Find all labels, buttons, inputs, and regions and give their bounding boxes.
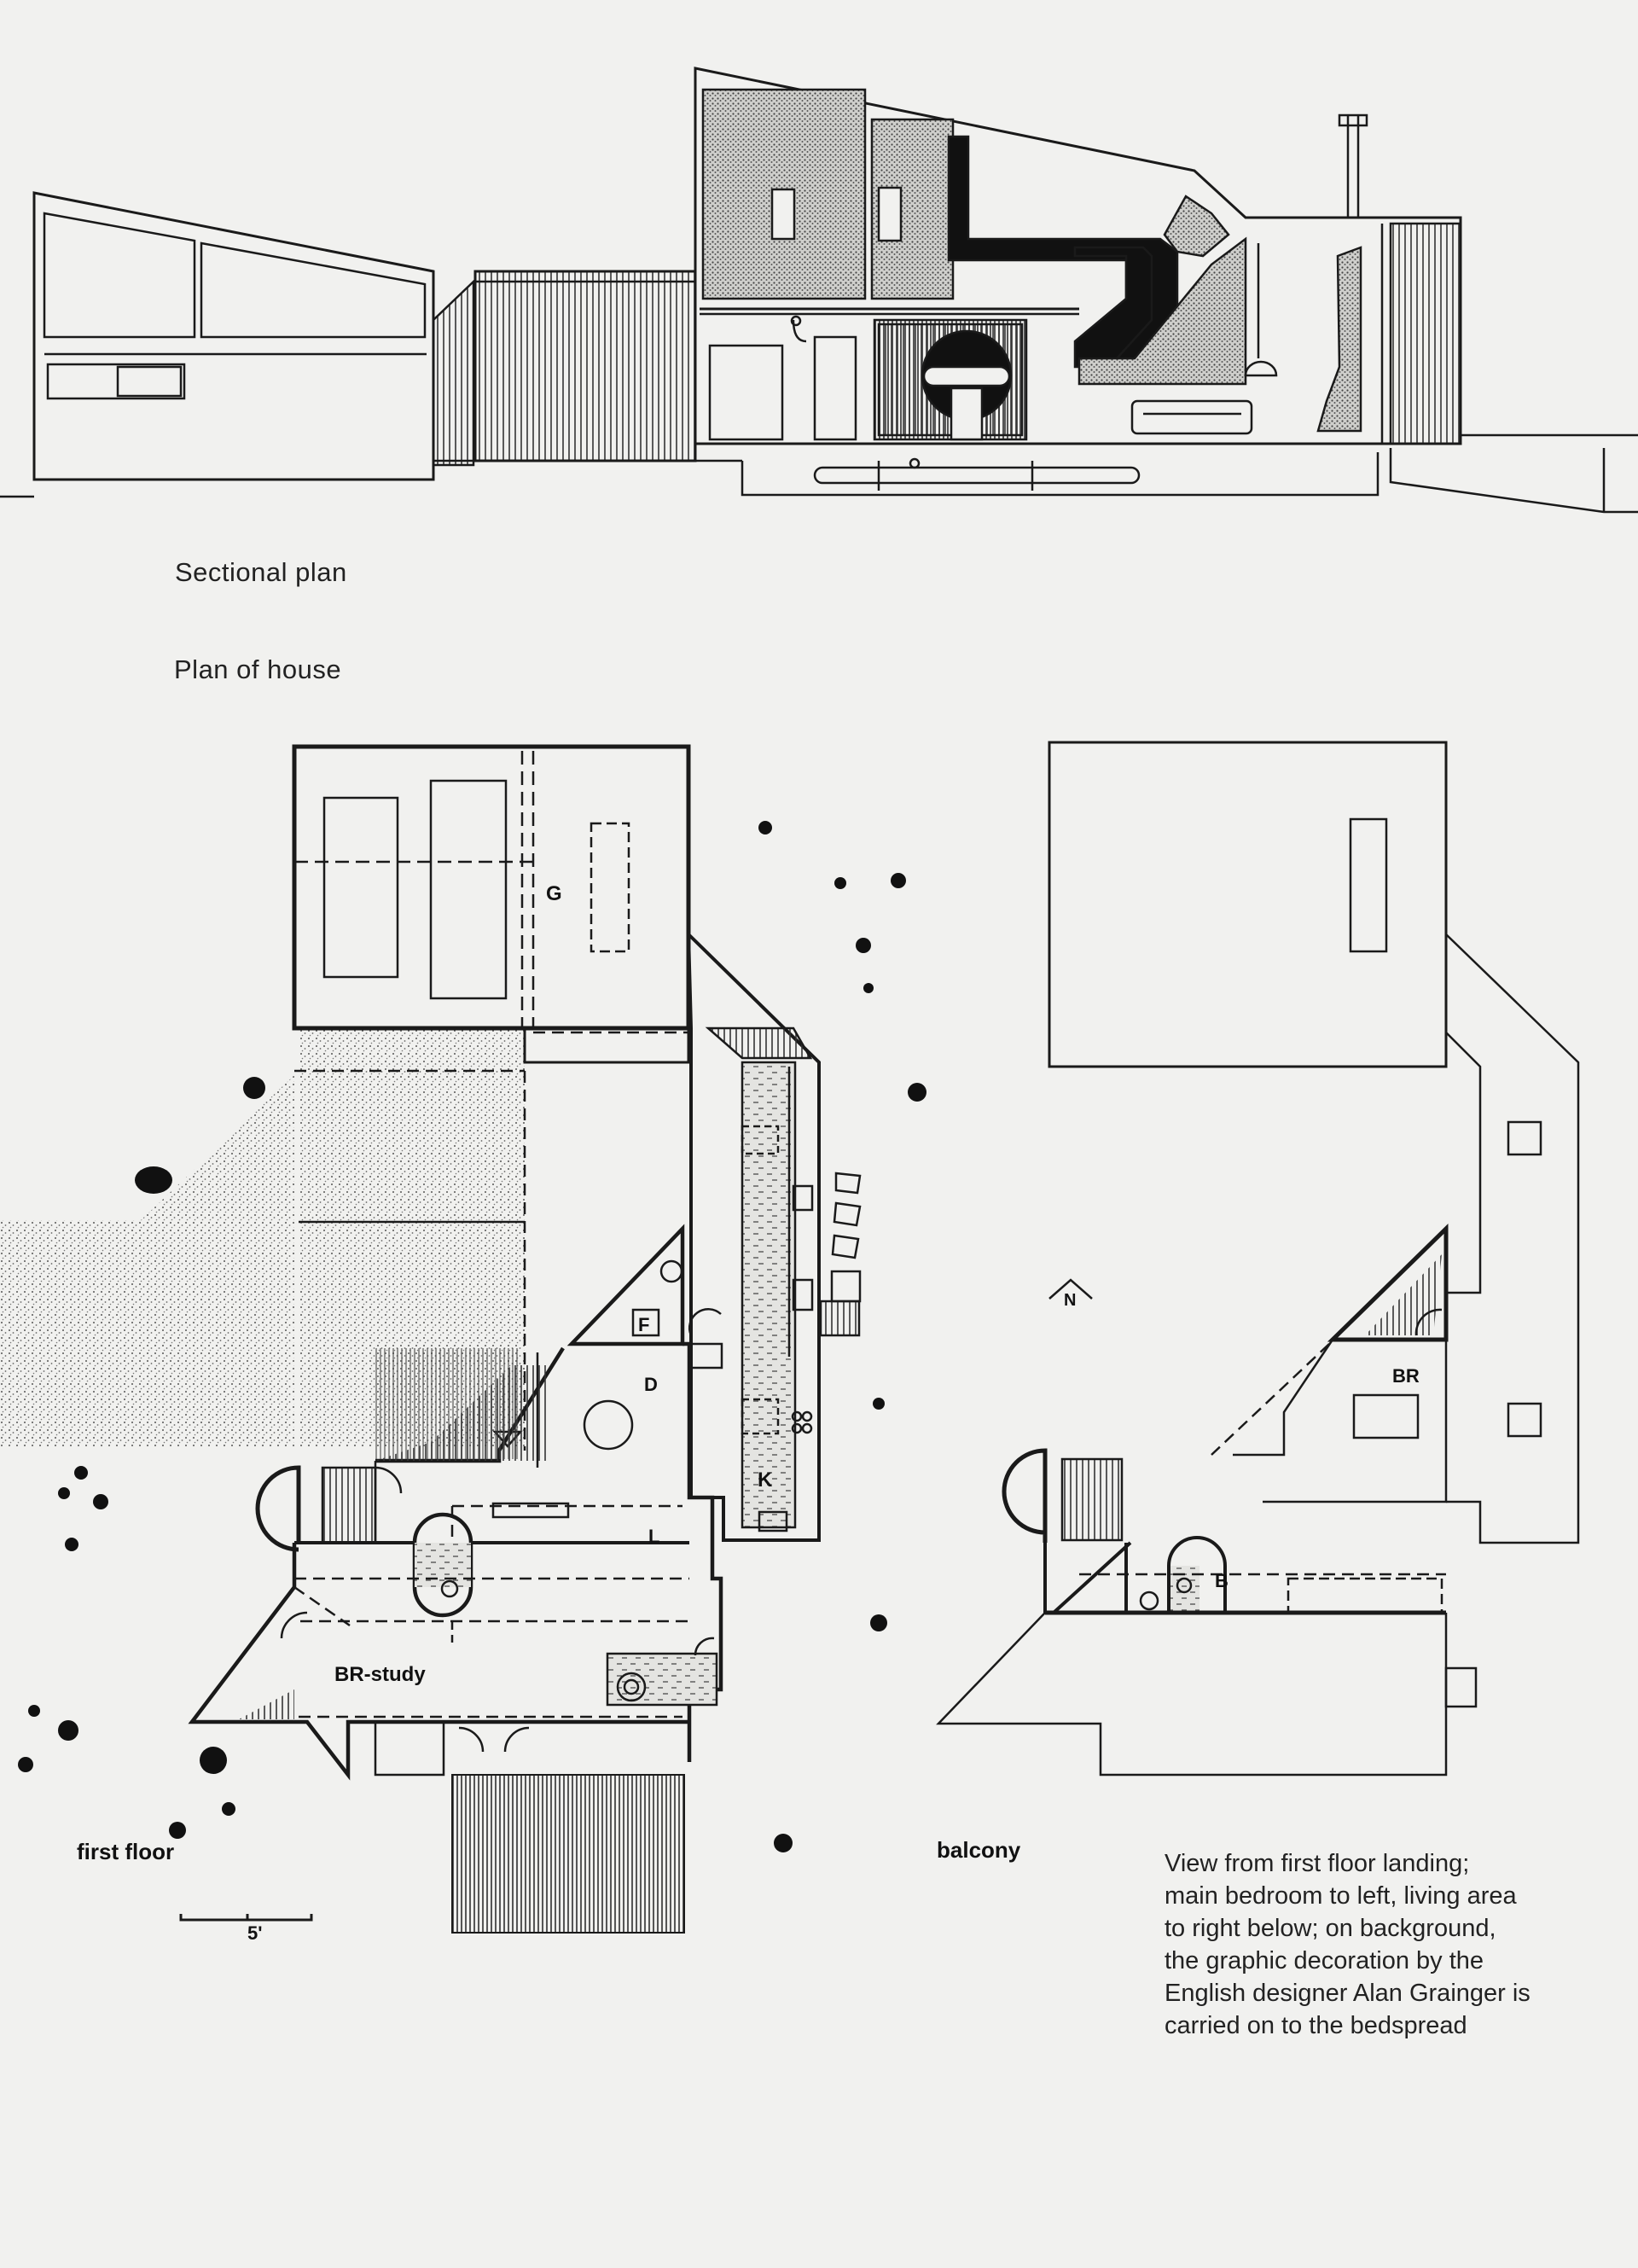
view-caption-line: carried on to the bedspread xyxy=(1165,2012,1467,2039)
room-label-bath: B xyxy=(1215,1570,1228,1591)
landscape-dots xyxy=(18,821,926,1852)
first-floor-label: first floor xyxy=(77,1839,175,1864)
room-label-bedroom: BR xyxy=(1392,1365,1420,1387)
room-label-freezer: F xyxy=(638,1314,649,1335)
room-label-kitchen: K xyxy=(758,1468,773,1492)
view-caption-line: to right below; on background, xyxy=(1165,1915,1496,1942)
plan-of-house-title: Plan of house xyxy=(174,654,342,684)
first-floor-plan xyxy=(0,744,862,1934)
balcony-label: balcony xyxy=(937,1837,1021,1863)
balcony-plan xyxy=(936,741,1580,1777)
section-elevation xyxy=(0,67,1638,514)
view-caption-line: View from first floor landing; xyxy=(1165,1850,1470,1877)
room-label-dining: D xyxy=(644,1374,658,1395)
room-label-bedroom-study: BR-study xyxy=(334,1663,426,1686)
view-caption: View from first floor landing; main bedr… xyxy=(1165,1847,1608,2042)
view-caption-line: English designer Alan Grainger is xyxy=(1165,1980,1531,2007)
room-labels: G F D K L BR-study BR B N 5' xyxy=(247,882,1420,1944)
scale-bar-label: 5' xyxy=(247,1922,262,1944)
view-caption-line: main bedroom to left, living area xyxy=(1165,1882,1517,1910)
view-caption-line: the graphic decoration by the xyxy=(1165,1947,1484,1974)
north-marker-label: N xyxy=(1064,1291,1076,1310)
room-label-living: L xyxy=(648,1526,659,1547)
sectional-plan-title: Sectional plan xyxy=(175,557,347,587)
room-label-garage: G xyxy=(546,882,562,905)
